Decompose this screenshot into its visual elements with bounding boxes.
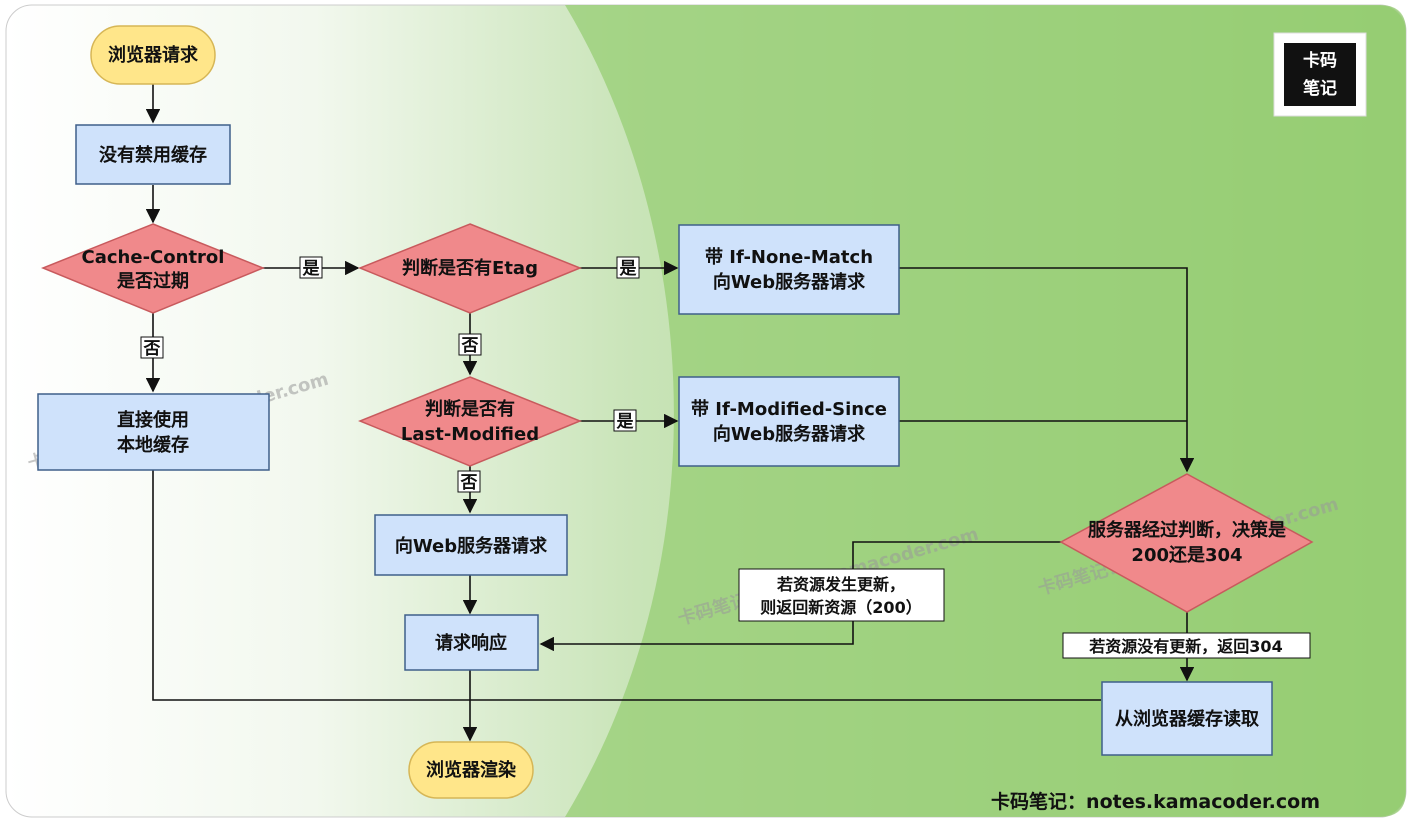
logo-line-1: 卡码 <box>1303 50 1337 71</box>
svg-text:请求响应: 请求响应 <box>435 632 507 654</box>
svg-text:本地缓存: 本地缓存 <box>117 434 189 456</box>
decision-has-last-modified: 判断是否有 Last-Modified <box>358 376 582 467</box>
process-request-response: 请求响应 <box>404 614 539 671</box>
svg-text:否: 否 <box>143 339 161 359</box>
svg-text:带 If-None-Match: 带 If-None-Match <box>705 247 873 268</box>
edge-label-yes-1: 是 <box>299 256 323 279</box>
svg-text:向Web服务器请求: 向Web服务器请求 <box>713 271 866 293</box>
process-cache-not-disabled: 没有禁用缓存 <box>75 124 231 185</box>
decision-has-etag: 判断是否有Etag <box>358 223 582 314</box>
svg-text:则返回新资源（200）: 则返回新资源（200） <box>760 598 921 617</box>
svg-text:Cache-Control: Cache-Control <box>82 247 225 268</box>
svg-text:否: 否 <box>460 473 478 493</box>
svg-text:是: 是 <box>303 259 320 279</box>
svg-text:Last-Modified: Last-Modified <box>401 424 539 445</box>
terminal-browser-render: 浏览器渲染 <box>408 741 534 799</box>
terminal-browser-request: 浏览器请求 <box>90 25 216 85</box>
svg-text:直接使用: 直接使用 <box>117 409 189 431</box>
logo-line-2: 笔记 <box>1303 78 1337 99</box>
process-if-none-match-request: 带 If-None-Match 向Web服务器请求 <box>678 224 900 315</box>
svg-text:是: 是 <box>617 412 634 432</box>
svg-text:判断是否有Etag: 判断是否有Etag <box>402 257 538 279</box>
svg-text:是否过期: 是否过期 <box>116 270 189 292</box>
edge-label-yes-2: 是 <box>616 256 640 279</box>
svg-text:判断是否有: 判断是否有 <box>425 398 515 420</box>
process-read-browser-cache: 从浏览器缓存读取 <box>1101 681 1273 756</box>
svg-text:没有禁用缓存: 没有禁用缓存 <box>99 144 207 166</box>
edge-label-resource-updated: 若资源发生更新， 则返回新资源（200） <box>738 568 945 622</box>
svg-text:若资源没有更新，返回304: 若资源没有更新，返回304 <box>1088 637 1282 656</box>
svg-text:浏览器渲染: 浏览器渲染 <box>426 759 517 781</box>
logo-badge: 卡码 笔记 <box>1273 32 1367 117</box>
decision-cache-control-expired: Cache-Control 是否过期 <box>41 223 265 314</box>
svg-text:向Web服务器请求: 向Web服务器请求 <box>713 423 866 445</box>
edge-localcache-readcache-to-render <box>152 470 1101 701</box>
footer-credit: 卡码笔记：notes.kamacoder.com <box>991 790 1320 813</box>
svg-text:若资源发生更新，: 若资源发生更新， <box>776 575 905 594</box>
process-use-local-cache: 直接使用 本地缓存 <box>37 393 270 471</box>
edge-label-no-1: 否 <box>140 336 164 359</box>
edge-label-no-2: 否 <box>458 333 482 356</box>
process-if-modified-since-request: 带 If-Modified-Since 向Web服务器请求 <box>678 376 900 467</box>
svg-text:200还是304: 200还是304 <box>1131 545 1242 566</box>
svg-text:服务器经过判断，决策是: 服务器经过判断，决策是 <box>1088 519 1286 541</box>
svg-text:是: 是 <box>620 259 637 279</box>
decision-server-200-or-304: 服务器经过判断，决策是 200还是304 <box>1059 473 1314 613</box>
edge-label-no-3: 否 <box>457 470 481 493</box>
svg-text:向Web服务器请求: 向Web服务器请求 <box>395 535 548 557</box>
svg-text:浏览器请求: 浏览器请求 <box>108 44 199 66</box>
svg-text:否: 否 <box>461 336 479 356</box>
edge-label-yes-3: 是 <box>613 409 637 432</box>
svg-text:从浏览器缓存读取: 从浏览器缓存读取 <box>1115 708 1260 730</box>
edge-ifnonematch-to-decision <box>899 267 1195 473</box>
edge-label-resource-not-updated: 若资源没有更新，返回304 <box>1062 632 1311 659</box>
process-request-web-server: 向Web服务器请求 <box>374 514 568 576</box>
svg-text:带 If-Modified-Since: 带 If-Modified-Since <box>691 399 887 420</box>
